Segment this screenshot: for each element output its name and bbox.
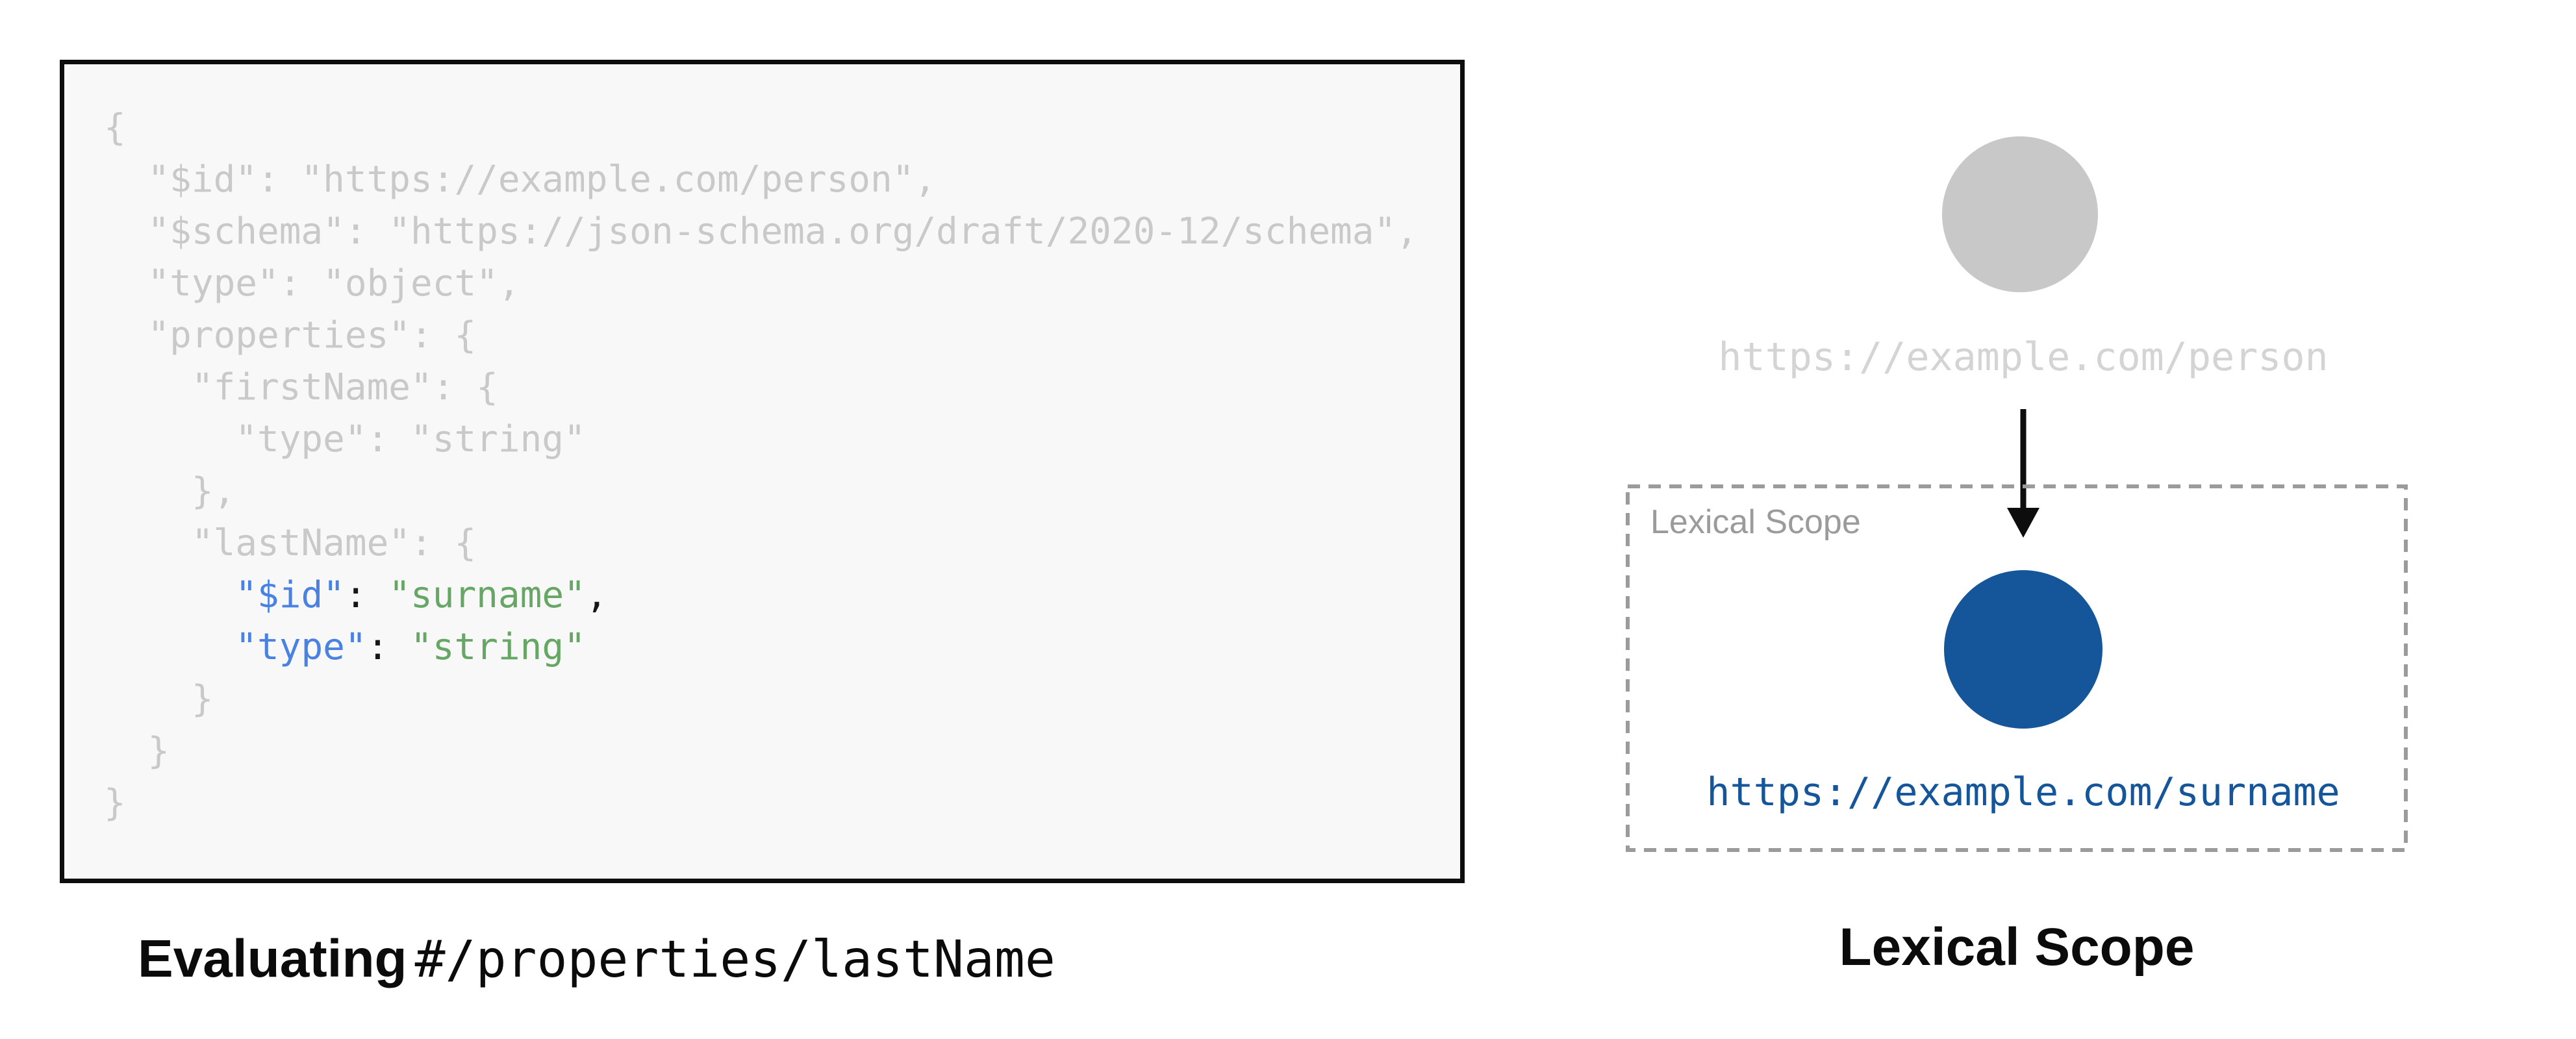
code-line: { bbox=[104, 106, 126, 149]
code-line: "$id": "surname", bbox=[235, 574, 608, 616]
code-line: "type": "string" bbox=[104, 418, 586, 460]
right-caption: Lexical Scope bbox=[1839, 918, 2195, 977]
code-line: "lastName": { bbox=[104, 522, 477, 564]
code-line: "$id": "https://example.com/person", bbox=[104, 158, 937, 201]
left-caption-evaluating: Evaluating bbox=[138, 929, 407, 988]
surname-uri-label: https://example.com/surname bbox=[1706, 770, 2340, 815]
person-schema-node bbox=[1942, 136, 2098, 292]
surname-schema-node bbox=[1944, 570, 2102, 729]
code-line: } bbox=[104, 678, 214, 720]
code-block: { "$id": "https://example.com/person", "… bbox=[64, 64, 1460, 829]
code-line: } bbox=[104, 782, 126, 824]
code-line: "firstName": { bbox=[104, 366, 498, 408]
code-line: } bbox=[104, 730, 170, 772]
json-schema-code-panel: { "$id": "https://example.com/person", "… bbox=[60, 60, 1465, 883]
person-uri-label: https://example.com/person bbox=[1718, 334, 2329, 380]
left-caption: Evaluating#/properties/lastName bbox=[138, 929, 1055, 990]
code-line: "$schema": "https://json-schema.org/draf… bbox=[104, 210, 1418, 253]
code-line: "type": "object", bbox=[104, 262, 520, 305]
lexical-scope-inner-label: Lexical Scope bbox=[1650, 503, 1861, 541]
code-line: "type": "string" bbox=[235, 626, 586, 668]
left-caption-json-pointer: #/properties/lastName bbox=[414, 931, 1055, 989]
arrow-down-icon bbox=[2007, 409, 2039, 538]
lexical-scope-box bbox=[1626, 484, 2408, 852]
code-line: }, bbox=[104, 470, 236, 512]
code-line: "properties": { bbox=[104, 314, 477, 357]
